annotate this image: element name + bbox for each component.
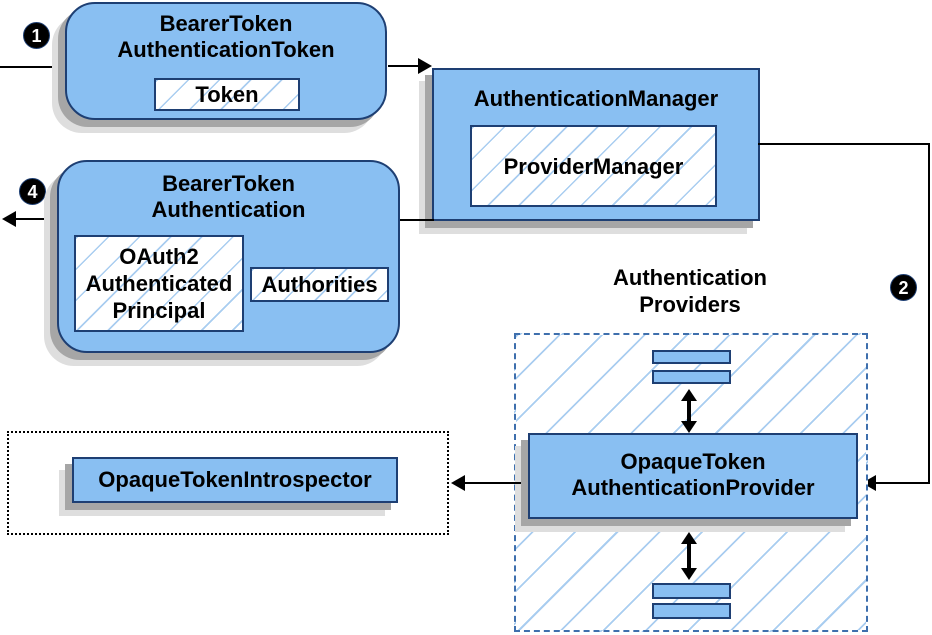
opaque-token-introspector-node: OpaqueTokenIntrospector	[72, 457, 398, 503]
provider-stack-bar	[652, 603, 731, 619]
provider-manager-label: ProviderManager	[503, 153, 684, 179]
oauth2-principal-line3: Principal	[112, 298, 206, 323]
provider-stack-bar	[652, 583, 731, 599]
double-arrow-down-icon	[681, 421, 697, 433]
authentication-providers-label-line2: Providers	[639, 292, 741, 317]
bearer-token-authentication-node: BearerToken Authentication OAuth2 Authen…	[57, 160, 400, 353]
manager-to-provider-line-top	[758, 143, 930, 145]
arrow-to-authentication-manager-line	[388, 65, 420, 67]
opaque-token-authentication-provider-title-line1: OpaqueToken	[620, 449, 766, 474]
manager-to-provider-line-right	[928, 143, 930, 484]
arrow-to-authentication-manager-head-icon	[418, 58, 432, 74]
bearer-token-authentication-title-line2: Authentication	[151, 197, 306, 222]
oauth2-authenticated-principal-box: OAuth2 Authenticated Principal	[74, 235, 244, 332]
opaque-token-authentication-provider-node: OpaqueToken AuthenticationProvider	[528, 433, 858, 519]
bearer-token-authentication-token-title-line1: BearerToken	[159, 11, 293, 36]
provider-to-introspector-line	[465, 482, 521, 484]
step-2-badge: 2	[890, 274, 917, 301]
double-arrow-down-icon	[681, 568, 697, 580]
oauth2-principal-line1: OAuth2	[119, 244, 199, 269]
bearer-token-authentication-token-node: BearerToken AuthenticationToken Token	[65, 2, 387, 120]
double-arrow-up-icon	[681, 532, 697, 544]
double-arrow-up-icon	[681, 389, 697, 401]
step-4-badge: 4	[19, 178, 46, 205]
opaque-token-authentication-provider-title-line2: AuthenticationProvider	[571, 475, 815, 500]
outgoing-authentication-head-icon	[2, 211, 16, 227]
provider-manager-box: ProviderManager	[470, 125, 717, 207]
manager-to-provider-line-bottom	[876, 482, 929, 484]
bearer-token-authentication-title-line1: BearerToken	[162, 171, 295, 196]
token-label: Token	[195, 82, 259, 107]
provider-stack-bar	[652, 370, 731, 384]
authentication-providers-label-line1: Authentication	[613, 265, 767, 290]
authentication-manager-node: AuthenticationManager ProviderManager	[432, 68, 760, 221]
oauth2-principal-line2: Authenticated	[85, 271, 233, 296]
step-1-badge: 1	[23, 22, 50, 49]
authentication-providers-label: Authentication Providers	[560, 264, 820, 318]
double-arrow-shaft	[687, 542, 691, 570]
incoming-request-line	[0, 66, 64, 68]
bearer-token-authentication-token-title-line2: AuthenticationToken	[117, 37, 335, 62]
provider-stack-bar	[652, 350, 731, 364]
manager-to-bearer-authentication-line	[398, 219, 434, 221]
provider-to-introspector-head-icon	[451, 475, 465, 491]
token-box: Token	[154, 78, 300, 111]
outgoing-authentication-line	[14, 218, 60, 220]
authentication-manager-title: AuthenticationManager	[473, 86, 719, 111]
opaque-token-introspector-label: OpaqueTokenIntrospector	[98, 467, 372, 492]
authorities-label: Authorities	[261, 272, 378, 297]
double-arrow-shaft	[687, 399, 691, 423]
authorities-box: Authorities	[250, 267, 389, 302]
